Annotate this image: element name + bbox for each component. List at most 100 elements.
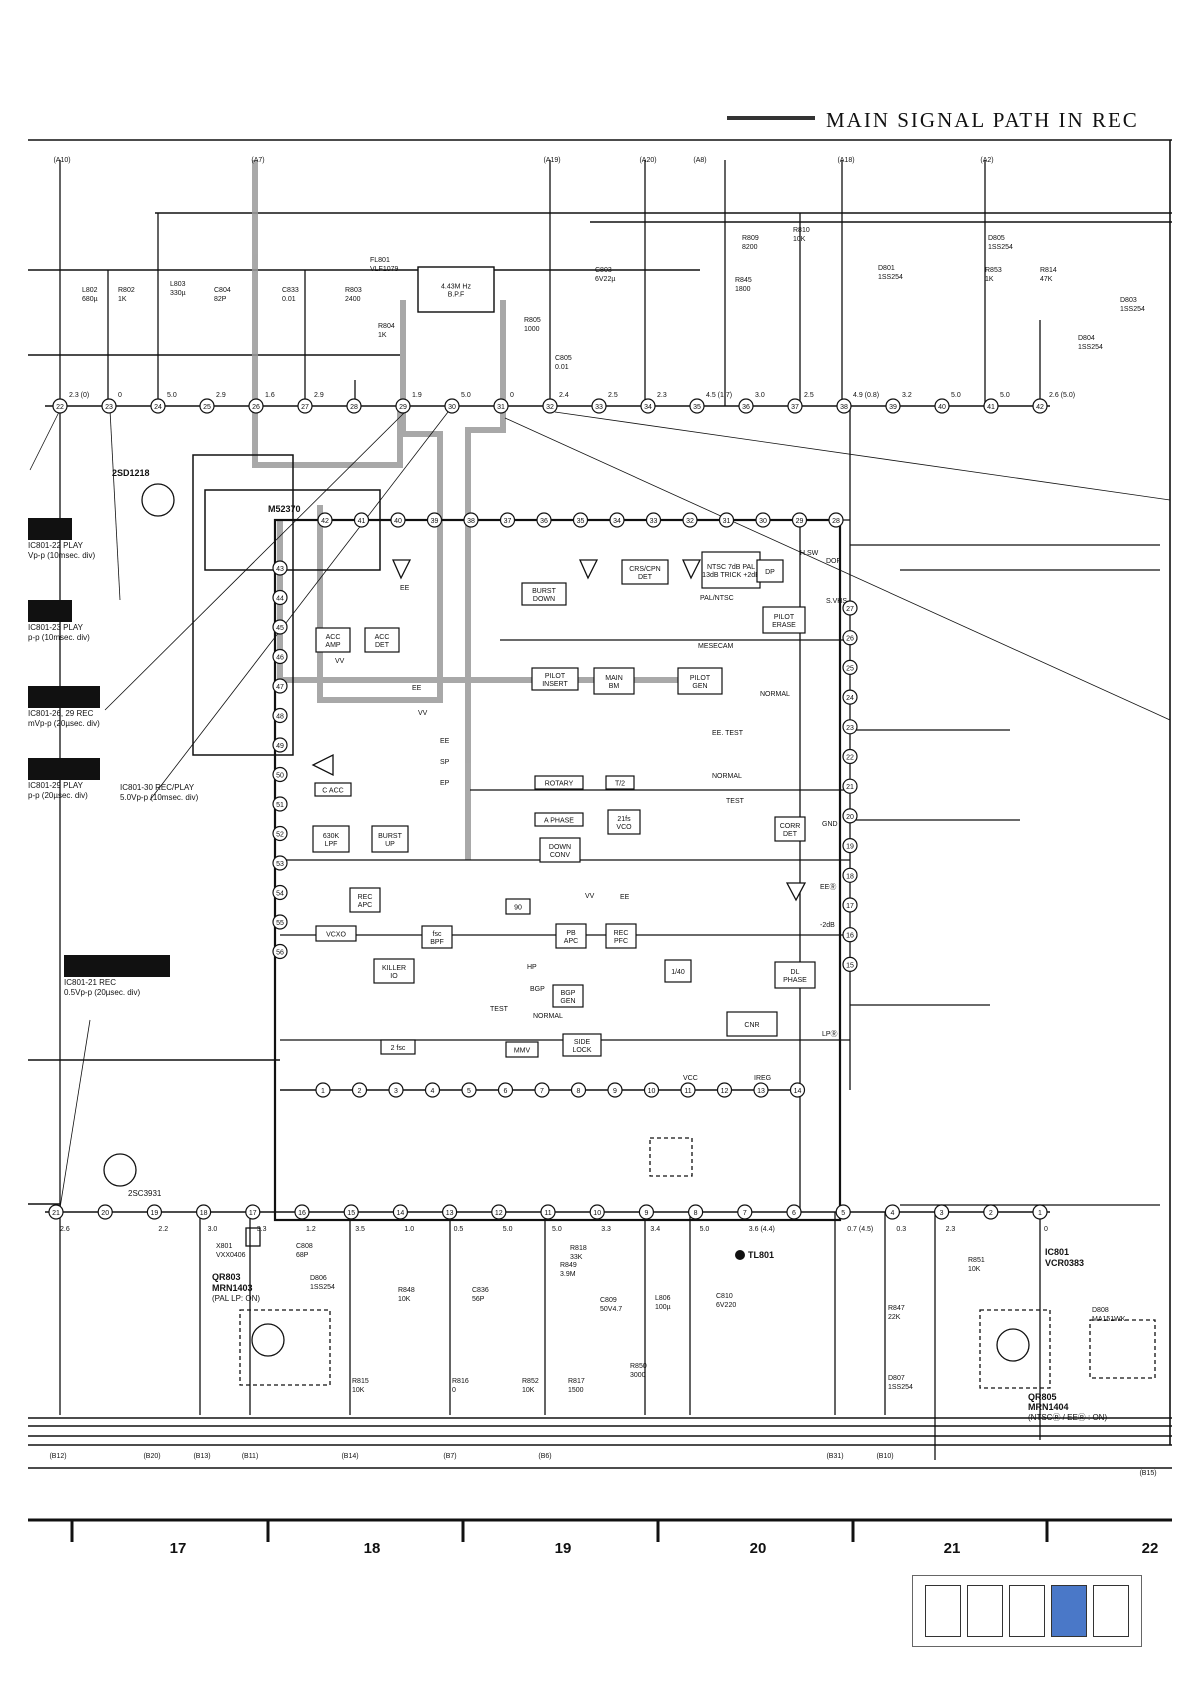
ic-pin (842, 808, 858, 824)
sheet-ref-bottom: (B14) (341, 1453, 358, 1460)
block-box (539, 837, 581, 863)
waveform-label: IC801-23 PLAY (28, 623, 84, 632)
block-label: CONV (550, 852, 571, 859)
page-thumb-1[interactable] (925, 1585, 961, 1637)
signal-label: LPⓇ (822, 1030, 838, 1038)
ic-pin (272, 619, 288, 635)
waveform-note: 5.0Vp-p (10msec. div) (120, 793, 199, 802)
upper-pin-number: 32 (546, 404, 554, 411)
block-box (371, 825, 409, 853)
part-label-line: 1800 (735, 286, 751, 293)
upper-pin-voltage: 0 (510, 392, 514, 399)
waveform-label: IC801-26, 29 REC (28, 709, 94, 718)
part-label-line: C810 (716, 1293, 733, 1300)
waveform-trace (28, 600, 72, 622)
part-label-line: 10K (793, 236, 806, 243)
ic-pin-number: 40 (394, 518, 402, 525)
page-thumb-3[interactable] (1009, 1585, 1045, 1637)
part-label-line: R850 (630, 1363, 647, 1370)
page-thumb-5[interactable] (1093, 1585, 1129, 1637)
lower-pin-voltage: 0 (1044, 1226, 1048, 1233)
page-thumb-2[interactable] (967, 1585, 1003, 1637)
block-label: T/2 (615, 781, 625, 788)
ic-pin (272, 678, 288, 694)
ic-pin (789, 1082, 806, 1098)
part-label-line: R803 (345, 287, 362, 294)
waveform-note: Vp-p (10msec. div) (28, 551, 95, 560)
part-label-line: D805 (988, 235, 1005, 242)
lower-pin-voltage: 5.0 (700, 1226, 710, 1233)
ic-pin-number: 4 (431, 1088, 435, 1095)
sheet-ref-bottom: (B6) (538, 1453, 551, 1460)
ic-pin (315, 1082, 331, 1098)
block-label: BURST (378, 833, 402, 840)
lower-pin-20 (97, 1204, 113, 1220)
ic-pin (842, 778, 858, 794)
block-box (534, 775, 584, 790)
part-label-line: 47K (1040, 276, 1053, 283)
part-label-line: 50V4.7 (600, 1306, 622, 1313)
block-label: SIDE (574, 1039, 591, 1046)
sheet-ref-bottom: (B13) (193, 1453, 210, 1460)
upper-pin-voltage: 2.5 (608, 392, 618, 399)
signal-label: GND (822, 821, 838, 828)
part-label-line: C804 (214, 287, 231, 294)
ic-pin-number: 38 (467, 518, 475, 525)
block-10: ROTARY (534, 775, 584, 790)
block-box (315, 925, 357, 942)
part-label-line: R815 (352, 1378, 369, 1385)
block-label: CRS/CPN (629, 566, 661, 573)
signal-label: EP (440, 780, 450, 787)
lower-pin-voltage: 3.5 (355, 1226, 365, 1233)
part-label-line: R816 (452, 1378, 469, 1385)
lower-pin-number: 8 (694, 1210, 698, 1217)
block-label: 90 (514, 905, 522, 912)
page-thumb-4[interactable] (1051, 1585, 1087, 1637)
block-label: 21fs (617, 816, 631, 823)
signal-label: DOF (826, 558, 841, 565)
block-label: A PHASE (544, 818, 574, 825)
ic-pin (842, 956, 858, 973)
sheet-ref-bottom: (B7) (443, 1453, 456, 1460)
upper-pin-number: 33 (595, 404, 603, 411)
part-label-line: R809 (742, 235, 759, 242)
upper-pin-voltage: 5.0 (1000, 392, 1010, 399)
part-label-line: 100µ (655, 1304, 671, 1311)
part-label-line: 0.01 (282, 296, 296, 303)
ic-pin-number: 6 (504, 1088, 508, 1095)
sheet-references: (A10)(A7)(A19)(A20)(A8)(A18)(A2)(B12)(B2… (49, 157, 1156, 1477)
block-box (756, 559, 784, 583)
lower-pin-number: 1 (1038, 1210, 1042, 1217)
upper-pin-37 (787, 398, 803, 414)
ic-pin (716, 1082, 733, 1098)
sheet-ref-top: (A20) (639, 157, 656, 164)
ic-pin-number: 13 (757, 1088, 765, 1095)
waveform-label: IC801-22 PLAY (28, 541, 84, 550)
ic-pin-number: 37 (504, 518, 512, 525)
ic-pin (842, 748, 858, 765)
block-20: VCXO (315, 925, 357, 942)
upper-pin-26 (248, 398, 264, 414)
ic-pin-number: 12 (721, 1088, 729, 1095)
ic-pin-number: 19 (846, 844, 854, 851)
upper-pin-number: 41 (987, 404, 995, 411)
block-box (373, 958, 415, 984)
part-label-line: L806 (655, 1295, 671, 1302)
ic-pin-number: 51 (276, 802, 284, 809)
